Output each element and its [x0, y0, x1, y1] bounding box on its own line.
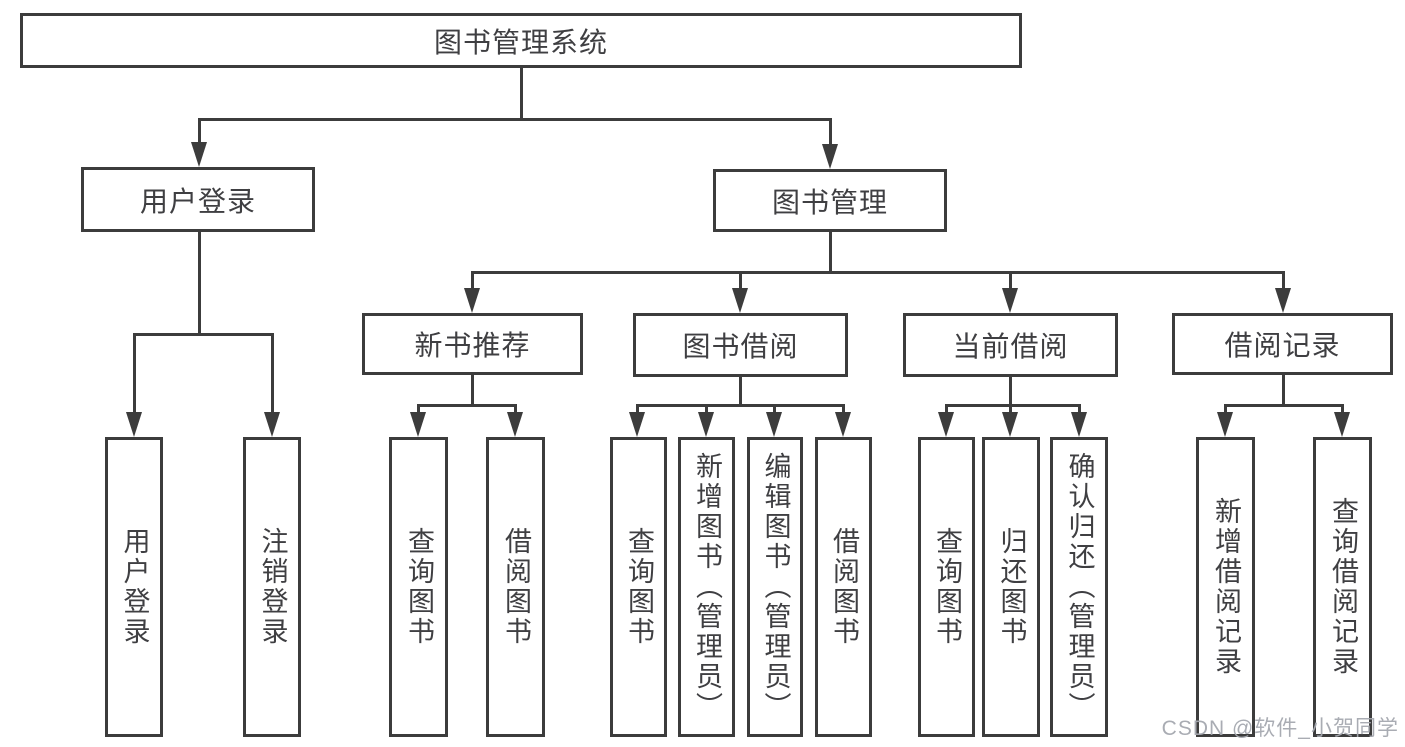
connector-drop	[705, 404, 708, 414]
node-book-borrow: 图书借阅	[633, 313, 848, 377]
connector-drop	[471, 271, 474, 291]
leaf-confirm-return-admin: 确认归还（管理员）	[1050, 437, 1108, 737]
connector-rail	[636, 404, 845, 407]
arrow-down-icon	[698, 412, 714, 437]
connector-drop	[271, 333, 274, 413]
arrow-down-icon	[938, 412, 954, 437]
arrow-down-icon	[766, 412, 782, 437]
arrow-down-icon	[410, 412, 426, 437]
connector-drop	[1009, 404, 1012, 414]
arrow-down-icon	[464, 288, 480, 313]
leaf-add-borrow-record: 新增借阅记录	[1196, 437, 1255, 737]
arrow-down-icon	[507, 412, 523, 437]
connector-drop	[133, 333, 136, 413]
arrow-down-icon	[126, 412, 142, 437]
watermark: CSDN @软件_小贺同学	[1161, 717, 1399, 740]
connector-stem	[1009, 377, 1012, 404]
leaf-label: 查询借阅记录	[1328, 497, 1358, 677]
leaf-label: 新增图书（管理员）	[692, 452, 722, 722]
leaf-query-books-recommend: 查询图书	[389, 437, 448, 737]
leaf-query-books-borrow: 查询图书	[610, 437, 667, 737]
leaf-label: 查询图书	[404, 527, 434, 647]
arrow-down-icon	[629, 412, 645, 437]
connector-root-rail	[198, 118, 832, 121]
leaf-label: 编辑图书（管理员）	[760, 452, 791, 722]
node-book-borrow-label: 图书借阅	[682, 331, 799, 362]
node-borrow-records: 借阅记录	[1172, 313, 1393, 375]
connector-drop	[1224, 404, 1227, 414]
leaf-query-books-current: 查询图书	[918, 437, 975, 737]
arrow-down-icon	[1275, 288, 1291, 313]
connector-drop	[1282, 271, 1285, 291]
connector-drop	[773, 404, 776, 414]
leaf-label: 注销登录	[257, 527, 288, 647]
leaf-borrow-books: 借阅图书	[815, 437, 872, 737]
leaf-label: 归还图书	[996, 527, 1027, 647]
connector-root-stem	[520, 68, 523, 118]
connector-stem	[1282, 375, 1285, 404]
connector-drop	[1009, 271, 1012, 291]
leaf-label: 借阅图书	[501, 527, 531, 647]
connector-drop-book-mgmt	[829, 118, 832, 146]
arrow-down-icon	[732, 288, 748, 313]
node-book-mgmt-label: 图书管理	[771, 186, 888, 218]
arrow-down-icon	[835, 412, 851, 437]
node-new-book-recommend: 新书推荐	[362, 313, 583, 375]
leaf-label: 借阅图书	[829, 527, 859, 647]
leaf-borrow-books-recommend: 借阅图书	[486, 437, 545, 737]
connector-rail	[1224, 404, 1344, 407]
node-borrow-records-label: 借阅记录	[1224, 330, 1341, 361]
arrow-down-icon	[1002, 412, 1018, 437]
leaf-label: 查询图书	[932, 527, 962, 647]
connector-drop	[636, 404, 639, 414]
node-current-borrow-label: 当前借阅	[952, 331, 1069, 362]
connector-rail	[945, 404, 1081, 407]
connector-login-stem	[198, 232, 201, 333]
leaf-query-borrow-record: 查询借阅记录	[1313, 437, 1372, 737]
connector-stem	[471, 375, 474, 404]
connector-drop	[417, 404, 420, 414]
leaf-add-book-admin: 新增图书（管理员）	[678, 437, 735, 737]
connector-drop	[1341, 404, 1344, 414]
connector-drop	[1078, 404, 1081, 414]
connector-bookmgmt-rail	[471, 271, 1285, 274]
node-current-borrow: 当前借阅	[903, 313, 1118, 377]
arrow-down-icon	[1217, 412, 1233, 437]
node-book-mgmt: 图书管理	[713, 169, 947, 232]
node-user-login-label: 用户登录	[139, 185, 256, 217]
connector-drop	[739, 271, 742, 291]
arrow-down-icon	[1334, 412, 1350, 437]
leaf-user-login: 用户登录	[105, 437, 163, 737]
leaf-edit-book-admin: 编辑图书（管理员）	[747, 437, 803, 737]
node-new-book-recommend-label: 新书推荐	[414, 330, 531, 361]
connector-drop-user-login	[198, 118, 201, 144]
leaf-return-book: 归还图书	[982, 437, 1040, 737]
node-root-label: 图书管理系统	[433, 26, 608, 58]
arrow-down-icon	[1002, 288, 1018, 313]
connector-login-rail	[133, 333, 274, 336]
leaf-label: 新增借阅记录	[1211, 497, 1241, 677]
arrow-down-icon	[191, 142, 207, 167]
leaf-label: 用户登录	[119, 527, 150, 647]
arrow-down-icon	[264, 412, 280, 437]
connector-bookmgmt-stem	[829, 232, 832, 271]
connector-stem	[739, 377, 742, 404]
connector-drop	[514, 404, 517, 414]
leaf-label: 查询图书	[624, 527, 654, 647]
leaf-label: 确认归还（管理员）	[1064, 452, 1095, 722]
leaf-logout: 注销登录	[243, 437, 301, 737]
node-root: 图书管理系统	[20, 13, 1022, 68]
arrow-down-icon	[1071, 412, 1087, 437]
connector-drop	[842, 404, 845, 414]
connector-rail	[417, 404, 517, 407]
node-user-login: 用户登录	[81, 167, 315, 232]
arrow-down-icon	[822, 144, 838, 169]
connector-drop	[945, 404, 948, 414]
